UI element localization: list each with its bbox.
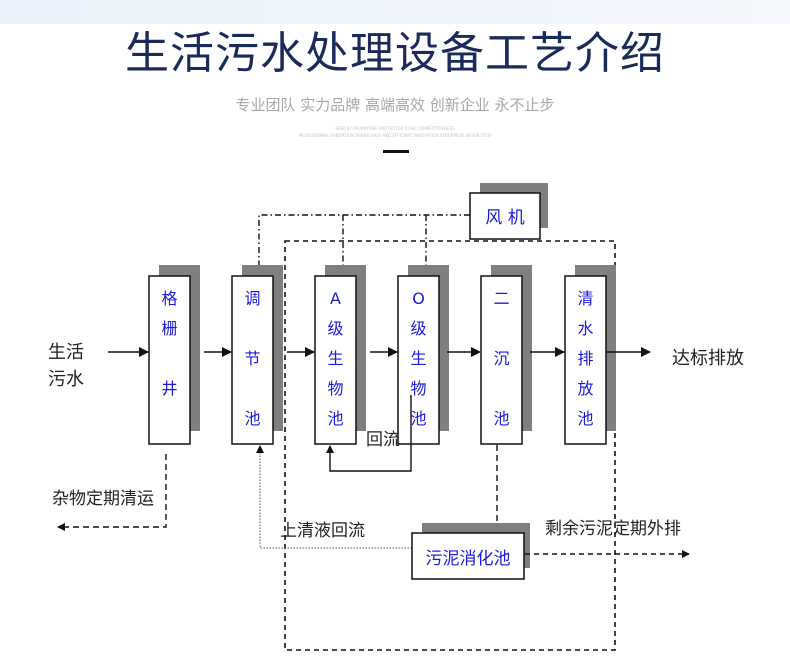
title-divider bbox=[383, 150, 409, 153]
unit-label-char: 水 bbox=[577, 319, 594, 338]
equalization-tank-box bbox=[231, 275, 274, 445]
return-flow-label: 回流 bbox=[366, 430, 400, 450]
blower-box bbox=[469, 192, 541, 240]
tagline-line-2: PROFESSIONAL SANITATION BRAND HIGH AND E… bbox=[298, 133, 492, 138]
unit-label-char: 生 bbox=[410, 349, 427, 368]
unit-label-char: 栅 bbox=[161, 319, 178, 338]
unit-label-char: 池 bbox=[410, 409, 427, 428]
grid-well-label: 格栅井 bbox=[149, 284, 190, 404]
bio-treatment-enclosure bbox=[284, 240, 616, 651]
unit-label-char: 池 bbox=[327, 409, 344, 428]
unit-label-char: 排 bbox=[577, 349, 594, 368]
unit-label-char: 生 bbox=[327, 349, 344, 368]
unit-label-char: O bbox=[412, 289, 425, 308]
supernatant-return-label: 上清液回流 bbox=[280, 521, 365, 541]
a-stage-bio-tank-box bbox=[314, 275, 357, 445]
return-flow-line bbox=[326, 395, 412, 472]
equalization-tank-label: 调节池 bbox=[232, 284, 273, 434]
input-label-line2: 污水 bbox=[48, 369, 84, 390]
input-label-line1: 生活 bbox=[48, 342, 84, 363]
sludge-digester-box bbox=[411, 532, 525, 580]
unit-label-char bbox=[481, 314, 522, 344]
unit-label-char: 节 bbox=[244, 349, 261, 368]
slogan: 专业团队 实力品牌 高端高效 创新企业 永不止步 bbox=[235, 96, 555, 114]
tagline-line-1: SEEK BY PROMOTING PROTECTOR CORE COMPETI… bbox=[335, 126, 455, 131]
debris-removal-label: 杂物定期清运 bbox=[52, 489, 154, 509]
header-banner-strip bbox=[0, 0, 790, 24]
unit-label-char: A bbox=[330, 289, 341, 308]
unit-label-char bbox=[149, 344, 190, 374]
debris-removal-line bbox=[57, 454, 167, 531]
o-stage-bio-tank-box bbox=[397, 275, 440, 445]
unit-label-char bbox=[232, 374, 273, 404]
secondary-settling-tank-label: 二沉池 bbox=[481, 284, 522, 434]
unit-label-char bbox=[481, 374, 522, 404]
unit-label-char: 沉 bbox=[493, 349, 510, 368]
secondary-settling-tank-box bbox=[480, 275, 523, 445]
unit-label-char: 池 bbox=[577, 409, 594, 428]
unit-label-char: 级 bbox=[327, 319, 344, 338]
unit-label-char: 格 bbox=[161, 289, 178, 308]
air-supply-line bbox=[255, 214, 470, 275]
unit-label-char: 物 bbox=[410, 379, 427, 398]
unit-label-char: 池 bbox=[244, 409, 261, 428]
blower-label: 风 机 bbox=[485, 208, 525, 228]
sludge-digester-label: 污泥消化池 bbox=[425, 549, 511, 569]
clear-water-tank-label: 清水排放池 bbox=[565, 284, 606, 434]
supernatant-return-line bbox=[256, 445, 412, 549]
grid-well-box bbox=[148, 275, 191, 445]
unit-label-char: 放 bbox=[577, 379, 594, 398]
unit-label-char: 二 bbox=[493, 289, 510, 308]
unit-label-char: 级 bbox=[410, 319, 427, 338]
unit-label-char: 调 bbox=[244, 289, 261, 308]
unit-label-char: 池 bbox=[493, 409, 510, 428]
unit-label-char: 物 bbox=[327, 379, 344, 398]
excess-sludge-label: 剩余污泥定期外排 bbox=[545, 519, 681, 539]
output-label: 达标排放 bbox=[672, 348, 744, 369]
unit-label-char: 井 bbox=[161, 379, 178, 398]
page-title: 生活污水处理设备工艺介绍 bbox=[125, 28, 665, 79]
clear-water-tank-box bbox=[564, 275, 607, 445]
unit-label-char bbox=[232, 314, 273, 344]
unit-label-char: 清 bbox=[577, 289, 594, 308]
